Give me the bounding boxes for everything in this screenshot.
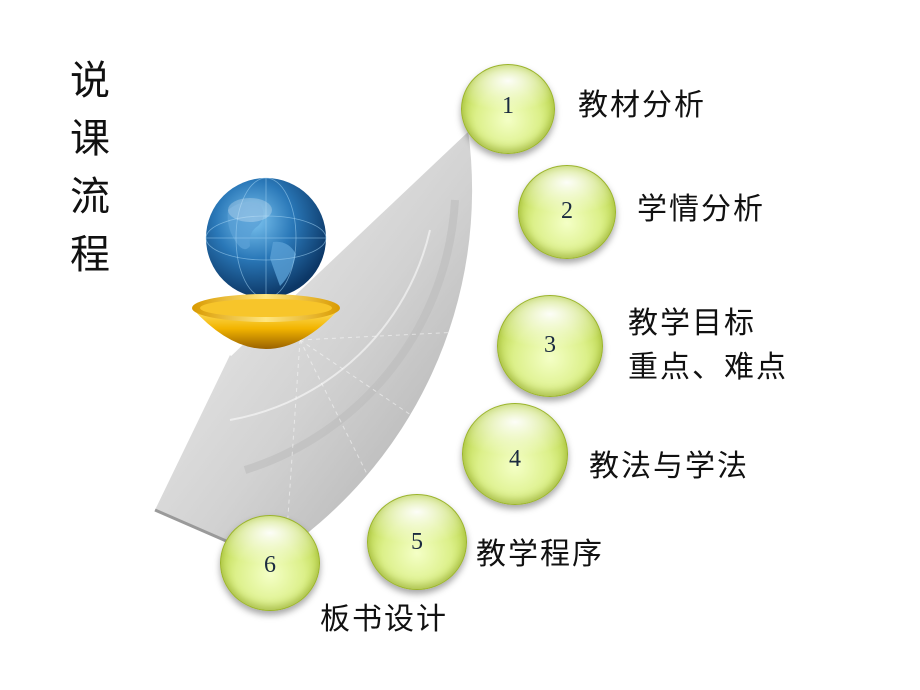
step-2-ball[interactable]: 2 xyxy=(518,165,616,259)
step-6-label: 板书设计 xyxy=(320,602,448,637)
step-4-label: 教法与学法 xyxy=(589,449,749,484)
step-5-ball[interactable]: 5 xyxy=(367,494,467,590)
step-3-label-line1: 教学目标 xyxy=(628,306,756,341)
step-3-label-line2: 重点、难点 xyxy=(628,350,788,385)
fan-sector xyxy=(155,130,473,560)
step-4-ball[interactable]: 4 xyxy=(462,403,568,505)
step-2-label: 学情分析 xyxy=(637,192,765,227)
step-2-number: 2 xyxy=(561,198,573,224)
step-3-number: 3 xyxy=(544,332,556,358)
step-3-ball[interactable]: 3 xyxy=(497,295,603,397)
globe-icon xyxy=(192,177,340,349)
step-1-number: 1 xyxy=(502,93,514,119)
step-6-number: 6 xyxy=(264,552,276,578)
step-1-label: 教材分析 xyxy=(578,88,706,123)
step-5-label: 教学程序 xyxy=(476,537,604,572)
step-5-number: 5 xyxy=(411,529,423,555)
step-6-ball[interactable]: 6 xyxy=(220,515,320,611)
page-title: 说课流程 xyxy=(70,58,110,278)
step-4-number: 4 xyxy=(509,446,521,472)
step-1-ball[interactable]: 1 xyxy=(461,64,555,154)
